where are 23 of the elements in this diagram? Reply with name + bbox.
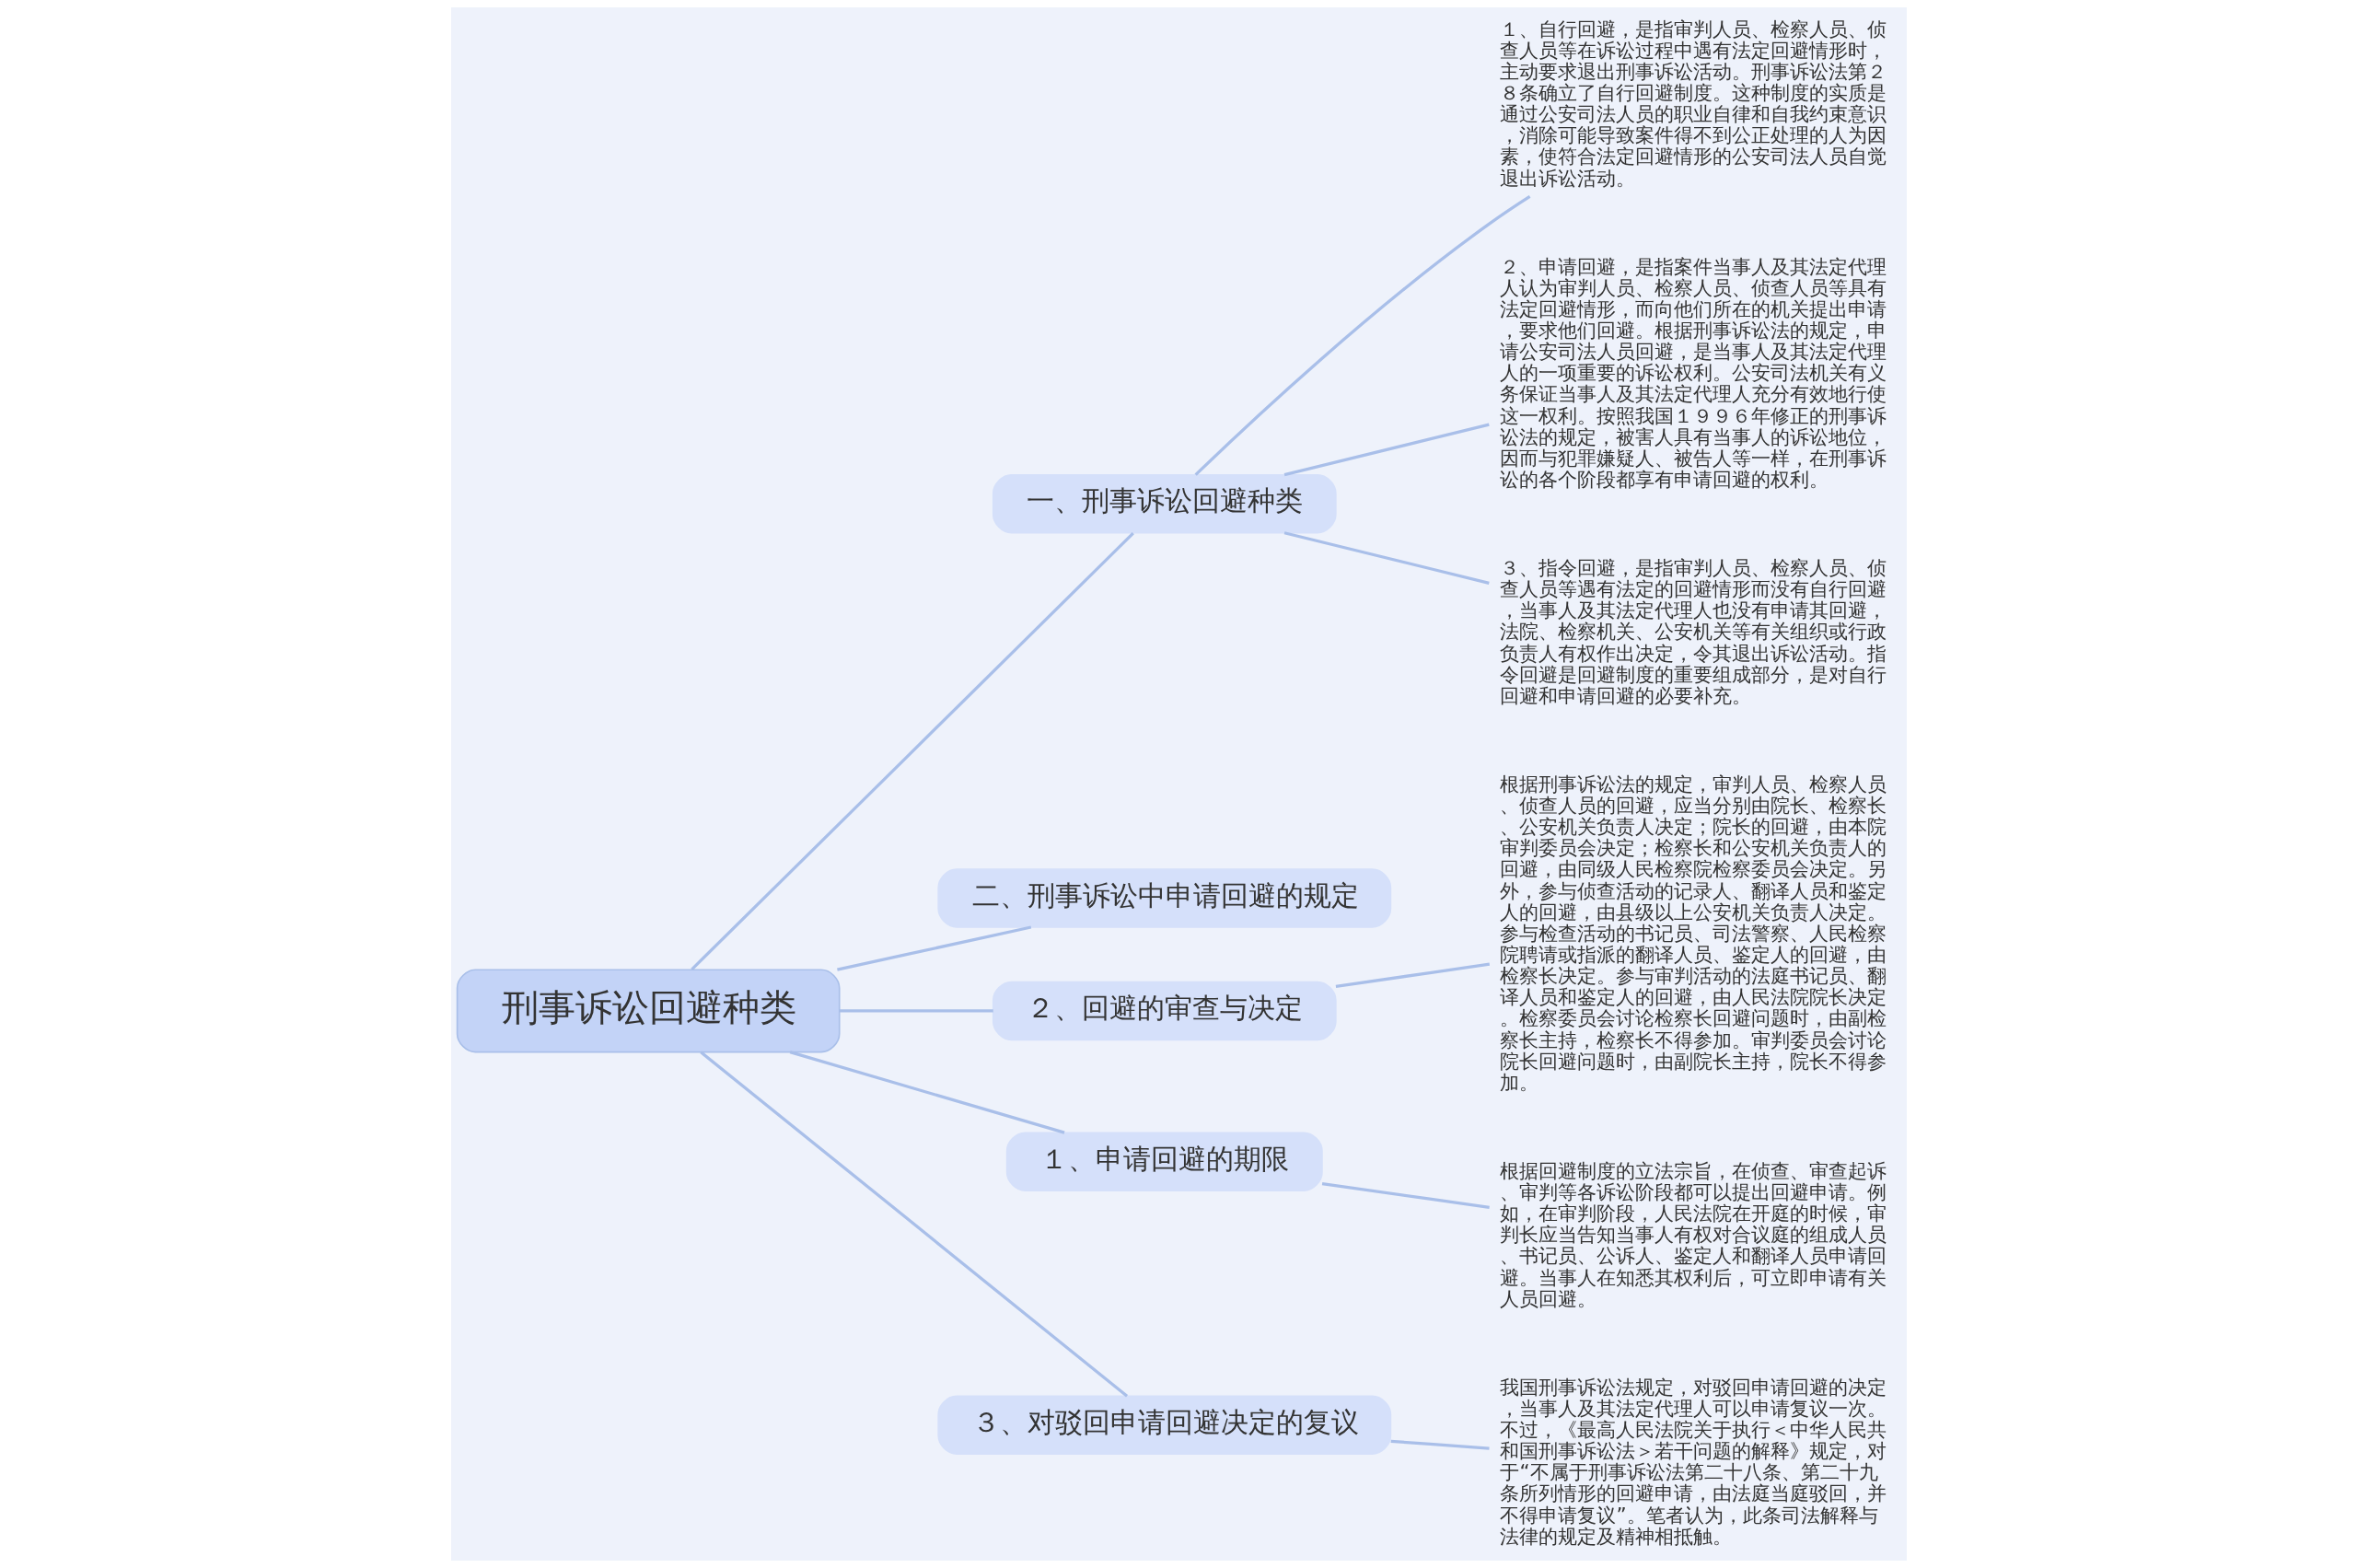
connector [1390,1439,1490,1450]
connector [836,925,1031,971]
node-box: ２、回避的审查与决定 [992,981,1337,1041]
node-text: 我国刑事诉讼法规定，对驳回申请回避的决定，当事人及其法定代理人可以申请复议一次。不过，《最高人民法院关于执行＜中华人民共和国刑事诉讼法＞若干问题的解释》规定，对于“不属于刑事诉讼法第二十八条、第二十九条所列情形的回避申请，由法庭当庭驳回，并不得申请复议”。笔者认为，此条司法解释与法律的规定及精神相抵触。 [1499,1375,1887,1548]
connector [1321,1181,1490,1209]
connector [789,1051,1064,1134]
connector [1283,531,1490,585]
node-box: １、申请回避的期限 [1005,1132,1323,1191]
node-box: 刑事诉讼回避种类 [456,969,841,1053]
node-text: 根据刑事诉讼法的规定，审判人员、检察人员、侦查人员的回避，应当分别由院长、检察长、公安机关负责人决定；院长的回避，由本院审判委员会决定；检察长和公安机关负责人的回避，由同级人民检察院检察委员会决定。另外，参与侦查活动的记录人、翻译人员和鉴定人的回避，由县级以上公安机关负责人决定。参与检查活动的书记员、司法警察、人民检察院聘请或指派的翻译人员、鉴定人的回避，由检察长决定。参与审判活动的法庭书记员、翻译人员和鉴定人的回避，由人民法院院长决定。检察委员会讨论检察长回避问题时，由副检察长主持，检察长不得参加。审判委员会讨论院长回避问题时，由副院长主持，院长不得参加。 [1499,772,1887,1094]
node-box: ３、对驳回申请回避决定的复议 [936,1395,1391,1455]
node-text: １、自行回避，是指审判人员、检察人员、侦查人员等在诉讼过程中遇有法定回避情形时，主动要求退出刑事诉讼活动。刑事诉讼法第２８条确立了自行回避制度。这种制度的实质是通过公安司法人员的职业自律和自我约束意识，消除可能导致案件得不到公正处理的人为因素，使符合法定回避情形的公安司法人员自觉退出诉讼活动。 [1499,17,1887,190]
node-text: ３、指令回避，是指审判人员、检察人员、侦查人员等遇有法定的回避情形而没有自行回避，当事人及其法定代理人也没有申请其回避，法院、检察机关、公安机关等有关组织或行政负责人有权作出决定，令其退出诉讼活动。指令回避是回避制度的重要组成部分，是对自行回避和申请回避的必要补充。 [1499,555,1887,707]
node-text: 根据回避制度的立法宗旨，在侦查、审查起诉、审判等各诉讼阶段都可以提出回避申请。例如，在审判阶段，人民法院在开庭的时候，审判长应当告知当事人有权对合议庭的组成人员、书记员、公诉人、鉴定人和翻译人员申请回避。当事人在知悉其权利后，可立即申请有关人员回避。 [1499,1158,1887,1310]
connector [690,532,1134,971]
connector [839,1009,993,1013]
node-text: ２、申请回避，是指案件当事人及其法定代理人认为审判人员、检察人员、侦查人员等具有法定回避情形，而向他们所在的机关提出申请，要求他们回避。根据刑事诉讼法的规定，申请公安司法人员回避，是当事人及其法定代理人的一项重要的诉讼权利。公安司法机关有义务保证当事人及其法定代理人充分有效地行使这一权利。按照我国１９９６年修正的刑事诉讼法的规定，被害人具有当事人的诉讼地位，因而与犯罪嫌疑人、被告人等一样，在刑事诉讼的各个阶段都享有申请回避的权利。 [1499,254,1887,492]
node-box: 一、刑事诉讼回避种类 [992,473,1337,534]
connector [1335,962,1490,988]
connector [1283,423,1490,477]
connector [699,1051,1128,1398]
node-box: 二、刑事诉讼中申请回避的规定 [936,868,1391,928]
connector [1194,195,1530,476]
